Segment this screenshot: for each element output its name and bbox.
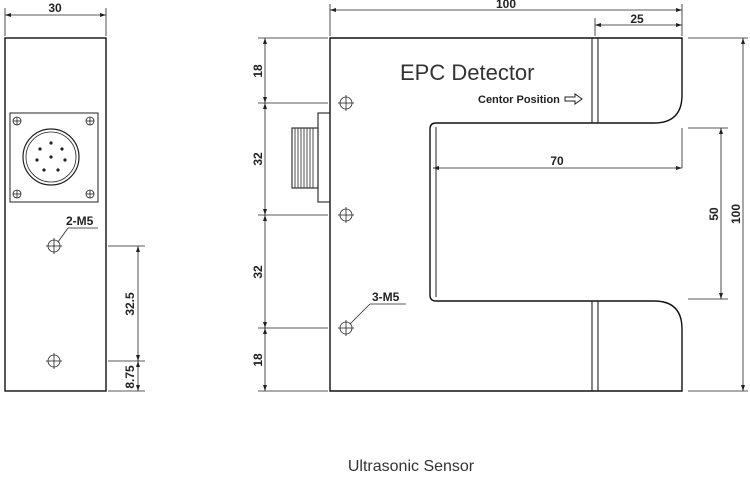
cable-gland-icon xyxy=(291,112,331,203)
right-hole-callout: 3-M5 xyxy=(372,290,400,304)
side-view-body xyxy=(4,37,107,392)
svg-text:50: 50 xyxy=(707,207,721,221)
mount-hole-icon xyxy=(46,238,62,369)
svg-text:100: 100 xyxy=(496,0,516,11)
dim-slot-height: 50 xyxy=(688,127,728,300)
side-view: 2-M5 30 32.5 8.75 xyxy=(4,1,145,392)
figure-caption: Ultrasonic Sensor xyxy=(347,458,475,475)
svg-text:32: 32 xyxy=(251,265,265,279)
front-view-body xyxy=(329,37,683,392)
device-title: EPC Detector xyxy=(400,60,535,85)
svg-text:30: 30 xyxy=(48,1,62,15)
connector-plate xyxy=(9,112,99,203)
svg-text:25: 25 xyxy=(630,12,644,26)
svg-text:18: 18 xyxy=(251,353,265,367)
dim-overall-width: 100 xyxy=(329,0,683,36)
front-view: 3-M5 EPC Detector Centor Position 100 25 xyxy=(251,0,748,392)
left-hole-callout: 2-M5 xyxy=(66,214,94,228)
dim-slot-depth: 70 xyxy=(433,128,683,170)
dim-left-hole-spacing: 32.5 8.75 xyxy=(108,245,145,392)
svg-text:8.75: 8.75 xyxy=(123,365,137,389)
dim-overall-height: 100 xyxy=(688,37,748,392)
svg-text:32: 32 xyxy=(251,152,265,166)
arrow-right-icon xyxy=(564,93,583,105)
plate-screw-icon xyxy=(12,116,95,199)
connector-icon xyxy=(22,128,80,186)
svg-text:70: 70 xyxy=(550,154,564,168)
svg-text:100: 100 xyxy=(729,204,743,224)
dim-left-chain: 18 32 32 18 xyxy=(251,37,328,392)
svg-text:32.5: 32.5 xyxy=(123,292,137,316)
svg-text:18: 18 xyxy=(251,64,265,78)
dim-arm-width: 25 xyxy=(594,12,682,36)
dim-left-width: 30 xyxy=(4,1,107,36)
mount-hole-icon xyxy=(338,95,354,336)
center-position-label: Centor Position xyxy=(478,94,560,106)
